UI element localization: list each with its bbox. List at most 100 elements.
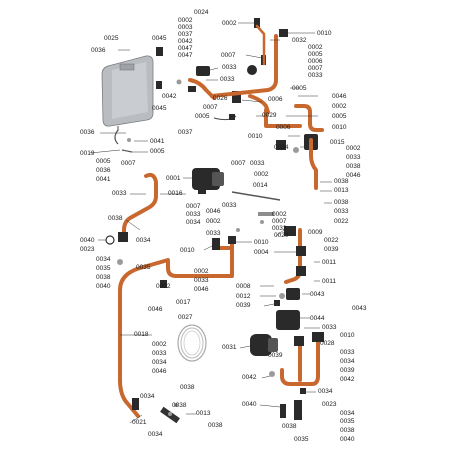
label-0046: 0046 — [148, 306, 163, 313]
label-0007: 0007 — [186, 203, 201, 210]
pump-0001 — [192, 168, 224, 194]
label-0034: 0034 — [274, 144, 289, 151]
label-0010: 0010 — [332, 124, 347, 131]
label-0037: 0037 — [178, 129, 193, 136]
label-0019: 0019 — [80, 150, 95, 157]
right-upper-pipes — [264, 104, 324, 190]
label-0024: 0024 — [194, 9, 209, 16]
label-0013: 0013 — [196, 410, 211, 417]
label-0033: 0033 — [186, 211, 201, 218]
bypass-wire — [231, 191, 281, 232]
label-0036: 0036 — [96, 167, 111, 174]
label-0044: 0044 — [310, 315, 325, 322]
label-0043: 0043 — [352, 305, 367, 312]
label-0038: 0038 — [108, 215, 123, 222]
label-0038: 0038 — [346, 163, 361, 170]
label-0038: 0038 — [340, 427, 355, 434]
part-0031 — [250, 334, 278, 356]
label-0035: 0035 — [294, 436, 309, 443]
label-0039: 0039 — [340, 367, 355, 374]
label-0038: 0038 — [96, 274, 111, 281]
label-0011: 0011 — [322, 278, 336, 285]
label-0007: 0007 — [203, 104, 218, 111]
label-0031: 0031 — [222, 344, 237, 351]
label-0007: 0007 — [221, 52, 236, 59]
label-0014: 0014 — [253, 182, 268, 189]
label-0007: 0007 — [121, 160, 136, 167]
label-0040: 0040 — [242, 401, 257, 408]
pipe-0020 — [284, 226, 306, 284]
label-0038: 0038 — [180, 384, 195, 391]
label-0032: 0032 — [292, 37, 307, 44]
label-0035: 0035 — [136, 264, 151, 271]
label-0002: 0002 — [206, 218, 221, 225]
label-0034: 0034 — [140, 393, 155, 400]
label-0002: 0002 — [346, 145, 361, 152]
label-0002: 0002 — [194, 268, 209, 275]
pipe-0016 — [105, 172, 158, 245]
label-0009: 0009 — [308, 229, 323, 236]
label-0043: 0043 — [310, 291, 325, 298]
label-0023: 0023 — [80, 246, 95, 253]
top-pipes — [188, 24, 278, 114]
label-0039: 0039 — [268, 352, 283, 359]
label-0039: 0039 — [236, 302, 251, 309]
label-0041: 0041 — [150, 138, 165, 145]
label-0005: 0005 — [96, 158, 111, 165]
label-0002: 0002 — [156, 283, 171, 290]
label-0005: 0005 — [292, 85, 307, 92]
label-0026: 0026 — [213, 95, 228, 102]
label-0017: 0017 — [176, 299, 191, 306]
label-0016: 0016 — [168, 190, 183, 197]
label-0036: 0036 — [91, 47, 106, 54]
label-0025: 0025 — [104, 35, 119, 42]
label-0038: 0038 — [172, 402, 187, 409]
label-0033: 0033 — [112, 190, 127, 197]
label-0046: 0046 — [332, 93, 347, 100]
label-0040: 0040 — [340, 436, 355, 443]
label-0033: 0033 — [322, 324, 337, 331]
label-0002: 0002 — [272, 211, 287, 218]
label-0013: 0013 — [334, 187, 349, 194]
pipe-0017 — [160, 236, 236, 288]
label-0005: 0005 — [150, 148, 165, 155]
label-0002: 0002 — [178, 17, 193, 24]
label-0033: 0033 — [334, 208, 349, 215]
label-0034: 0034 — [340, 358, 355, 365]
label-0027: 0027 — [178, 314, 193, 321]
label-0022: 0022 — [334, 218, 349, 225]
label-0010: 0010 — [340, 332, 355, 339]
label-0029: 0029 — [262, 112, 277, 119]
label-0036: 0036 — [80, 129, 95, 136]
label-0002: 0002 — [152, 341, 167, 348]
label-0042: 0042 — [162, 93, 177, 100]
label-0015: 0015 — [330, 139, 345, 146]
label-0011: 0011 — [322, 259, 336, 266]
label-0033: 0033 — [272, 225, 287, 232]
label-0040: 0040 — [96, 283, 111, 290]
label-0038: 0038 — [282, 423, 297, 430]
label-0035: 0035 — [340, 418, 355, 425]
label-0045: 0045 — [152, 35, 167, 42]
label-0034: 0034 — [318, 388, 333, 395]
label-0034: 0034 — [186, 219, 201, 226]
label-0038: 0038 — [334, 199, 349, 206]
label-0033: 0033 — [250, 160, 265, 167]
label-0034: 0034 — [340, 410, 355, 417]
label-0033: 0033 — [346, 154, 361, 161]
label-0047: 0047 — [178, 52, 193, 59]
label-0033: 0033 — [194, 277, 209, 284]
label-0021: 0021 — [132, 419, 147, 426]
label-0002: 0002 — [332, 103, 347, 110]
label-0037: 0037 — [178, 31, 193, 38]
label-0033: 0033 — [152, 350, 167, 357]
left-hoses — [114, 114, 237, 153]
label-0033: 0033 — [220, 76, 235, 83]
label-0046: 0046 — [194, 286, 209, 293]
label-0008: 0008 — [236, 283, 251, 290]
label-0033: 0033 — [222, 64, 237, 71]
label-0010: 0010 — [180, 247, 195, 254]
label-0022: 0022 — [324, 237, 339, 244]
label-0046: 0046 — [152, 368, 167, 375]
